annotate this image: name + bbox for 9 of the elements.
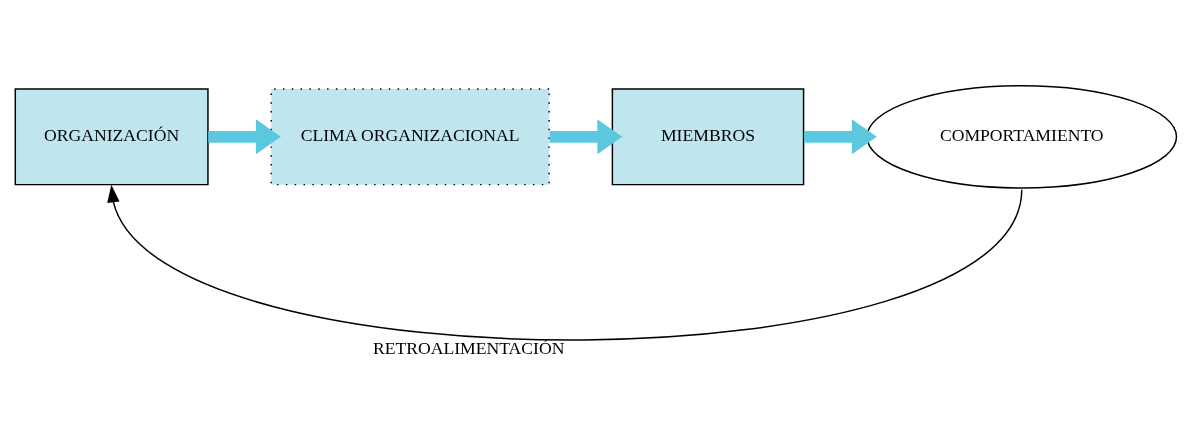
node-box: CLIMA ORGANIZACIONAL xyxy=(270,87,550,185)
arrow xyxy=(804,118,877,154)
edge-label: RETROALIMENTACIÓN xyxy=(372,337,565,358)
node-ellipse: COMPORTAMIENTO xyxy=(866,84,1178,189)
arrow xyxy=(208,118,281,154)
node-box: MIEMBROS xyxy=(611,87,805,185)
arrow xyxy=(549,118,623,154)
arrow xyxy=(107,184,1023,341)
node-box: ORGANIZACIÓN xyxy=(14,87,209,185)
